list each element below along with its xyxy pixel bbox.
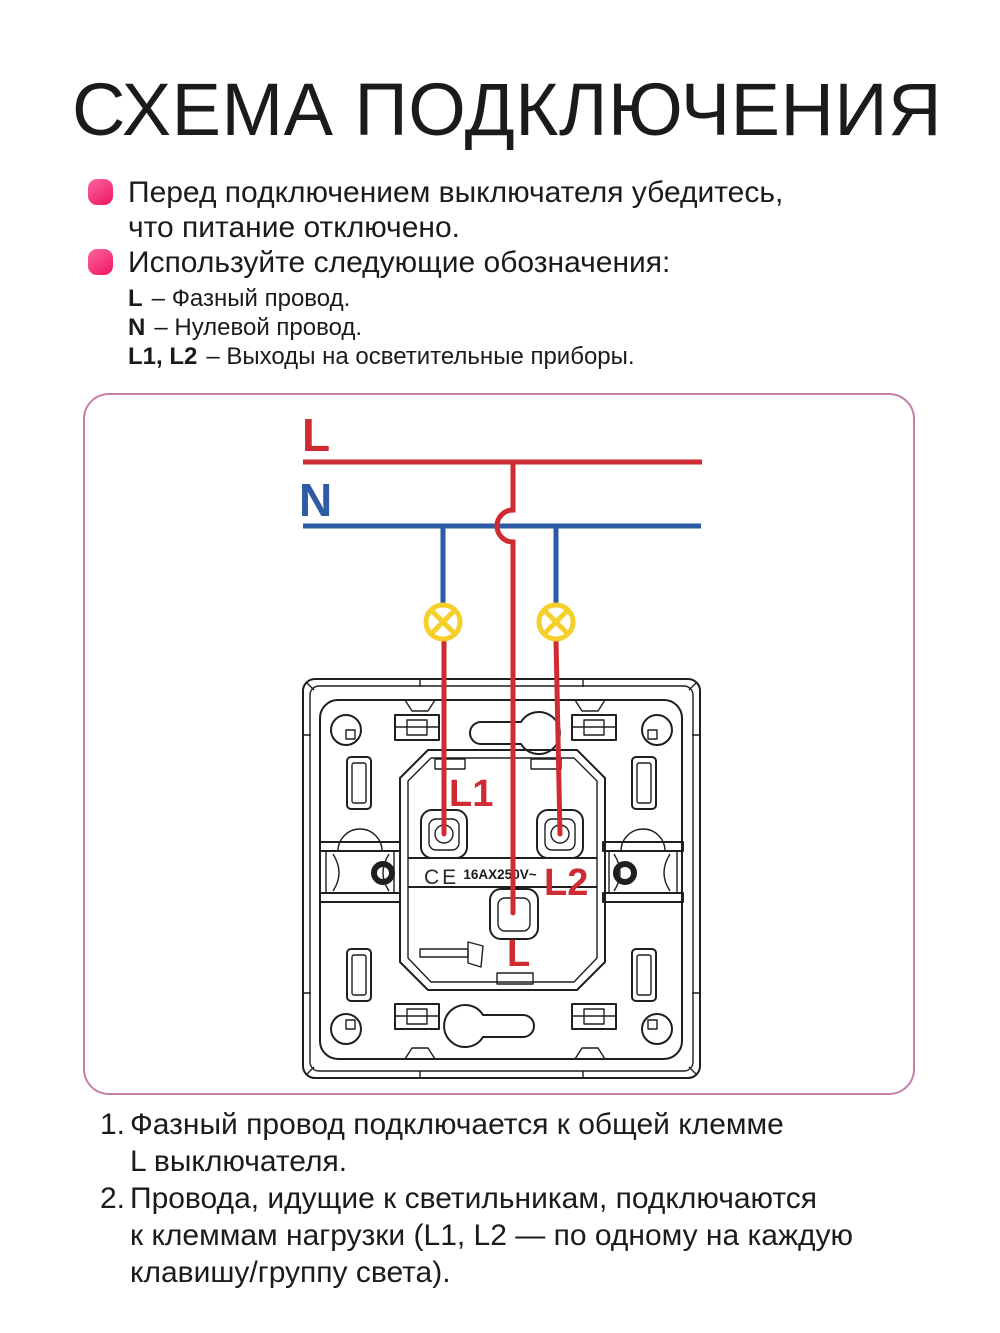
terminal-l1-label: L1 (449, 773, 493, 815)
terminal-l-label: L (507, 933, 530, 975)
instruction-item-1: 1.Фазный провод подключается к общей кле… (100, 1106, 930, 1180)
bullet-item-power-off: Перед подключением выключателя убедитесь… (88, 175, 868, 245)
switch-outer-frame-inner-line (309, 685, 694, 1072)
plate-top-notches (404, 699, 606, 712)
legend-desc: – Фазный провод. (151, 285, 351, 312)
neutral-wires (303, 523, 701, 605)
legend-desc: – Выходы на осветительные приборы. (206, 343, 635, 370)
circuit-diagram-svg: CE 16AX250V~ (299, 409, 702, 1079)
wiring-diagram-box: CE 16AX250V~ (83, 393, 915, 1095)
switch-inner-plate (319, 699, 683, 1060)
tab-top-left (394, 714, 440, 741)
bullet-marker-icon (88, 179, 113, 205)
legend-desc: – Нулевой провод. (154, 314, 363, 341)
bullet-marker-icon (88, 249, 113, 275)
bullet-text-line: что питание отключено. (128, 211, 460, 244)
tab-top-right (571, 714, 617, 741)
switch-outer-frame (302, 678, 701, 1079)
load-wire-l2 (553, 636, 563, 837)
tab-bottom-right (571, 1003, 617, 1030)
plate-bottom-notches (404, 1047, 606, 1060)
lamp-symbol-2 (536, 602, 576, 642)
instruction-line: 2.Провода, идущие к светильникам, подклю… (100, 1180, 930, 1217)
instruction-line: L выключателя. (130, 1145, 348, 1178)
expansion-claw-right (602, 828, 684, 903)
instruction-text: Провода, идущие к светильникам, подключа… (130, 1182, 817, 1215)
bullet-item-designations: Используйте следующие обозначения: (88, 245, 868, 280)
tab-bottom-left (394, 1003, 440, 1030)
legend-row-l: L – Фазный провод. (128, 284, 635, 313)
terminal-l2-label: L2 (544, 862, 588, 904)
expansion-claw-left (319, 828, 401, 903)
claw-screw-left (371, 861, 395, 885)
legend-term: L (128, 285, 143, 312)
claw-screw-right (613, 861, 637, 885)
instruction-number: 2. (100, 1182, 126, 1215)
rating-mark: 16AX250V~ (463, 867, 536, 882)
page-title: СХЕМА ПОДКЛЮЧЕНИЯ (72, 68, 943, 151)
mounting-tabs (394, 714, 617, 1030)
instruction-line: клавишу/группу света). (130, 1256, 451, 1289)
release-lever (419, 941, 484, 968)
frame-notches (304, 680, 699, 1078)
keyhole-slot-bottom (443, 1004, 535, 1048)
phase-wire-to-common-terminal (494, 459, 516, 916)
legend-row-n: N – Нулевой провод. (128, 313, 635, 342)
bullet-text-line: Используйте следующие обозначения: (128, 246, 671, 279)
legend-list: L – Фазный провод. N – Нулевой провод. L1,… (128, 284, 635, 371)
instruction-item-2: 2.Провода, идущие к светильникам, подклю… (100, 1180, 930, 1291)
bullet-text-line: Перед подключением выключателя убедитесь… (128, 176, 784, 209)
lamp-symbol-1 (423, 602, 463, 642)
legend-term: L1, L2 (128, 343, 198, 370)
phase-line-label: L (302, 409, 330, 461)
instruction-list: 1.Фазный провод подключается к общей кле… (100, 1106, 930, 1291)
ce-mark: CE (424, 866, 459, 889)
side-slots (346, 756, 657, 1002)
instruction-number: 1. (100, 1108, 126, 1141)
instruction-line: 1.Фазный провод подключается к общей кле… (100, 1106, 930, 1143)
neutral-line-label: N (299, 474, 332, 526)
bullet-list: Перед подключением выключателя убедитесь… (88, 175, 868, 280)
keyhole-slot-top (469, 711, 561, 755)
corner-screw-holes (330, 714, 673, 1045)
instruction-text: Фазный провод подключается к общей клемм… (130, 1108, 784, 1141)
legend-row-l1l2: L1, L2 – Выходы на осветительные приборы. (128, 342, 635, 371)
phase-wires (303, 459, 702, 916)
legend-term: N (128, 314, 146, 341)
instruction-line: к клеммам нагрузки (L1, L2 — по одному н… (130, 1219, 854, 1252)
